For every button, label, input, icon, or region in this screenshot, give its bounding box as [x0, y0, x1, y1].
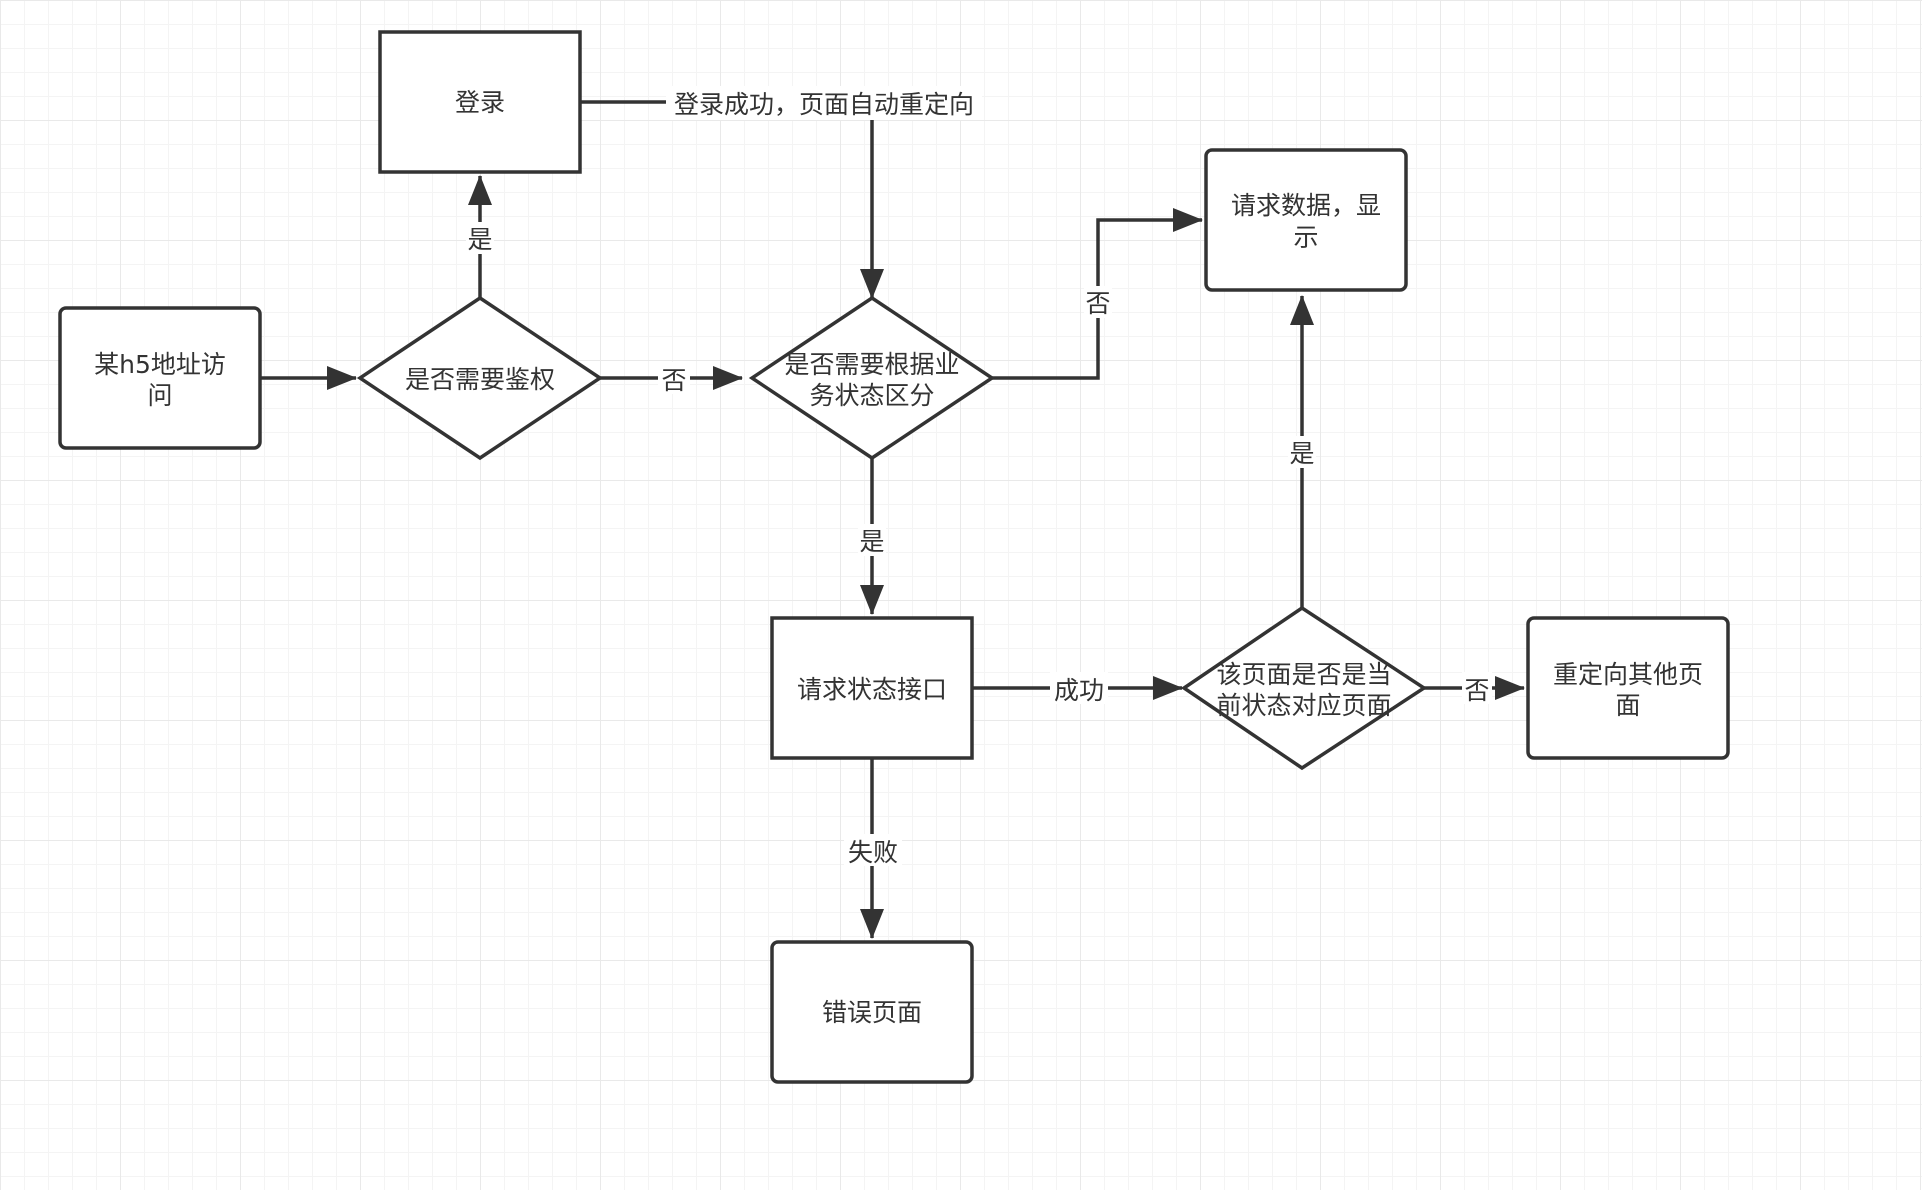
edge-label-status-fail: 失败: [848, 838, 898, 867]
node-request-data-line-2: 示: [1293, 223, 1318, 252]
node-start-line-1: 某h5地址访: [94, 350, 226, 379]
node-branch-by-status[interactable]: 是否需要根据业 务状态区分: [748, 295, 996, 461]
edge-status-success[interactable]: 成功: [972, 672, 1183, 705]
node-is-current-page[interactable]: 该页面是否是当 前状态对应页面: [1180, 605, 1428, 771]
edge-label-need-auth-no: 否: [661, 366, 686, 395]
edge-branch-yes[interactable]: 是: [858, 458, 886, 615]
edge-label-branch-no: 否: [1085, 289, 1110, 318]
node-is-current-line-1: 该页面是否是当: [1216, 660, 1391, 689]
node-branch-line-2: 务状态区分: [809, 381, 934, 410]
edge-label-branch-yes: 是: [859, 527, 884, 556]
node-status-api-line-1: 请求状态接口: [797, 675, 947, 704]
edge-need-auth-no[interactable]: 否: [600, 362, 743, 395]
edge-label-status-success: 成功: [1054, 676, 1104, 705]
edge-label-need-auth-yes: 是: [467, 225, 492, 254]
node-request-data-line-1: 请求数据，显: [1231, 191, 1381, 220]
node-redirect-line-2: 面: [1615, 691, 1640, 720]
node-need-auth-line-1: 是否需要鉴权: [405, 365, 555, 394]
edge-current-yes[interactable]: 是: [1288, 295, 1316, 608]
node-status-api[interactable]: 请求状态接口: [770, 616, 974, 760]
node-need-auth[interactable]: 是否需要鉴权: [356, 295, 604, 461]
node-redirect-other[interactable]: 重定向其他页 面: [1526, 616, 1730, 760]
edge-current-no[interactable]: 否: [1422, 672, 1525, 705]
node-redirect-line-1: 重定向其他页: [1553, 660, 1703, 689]
edge-label-current-no: 否: [1464, 676, 1489, 705]
edge-branch-no[interactable]: 否: [992, 208, 1203, 380]
node-error-page-line-1: 错误页面: [822, 998, 922, 1027]
node-request-data[interactable]: 请求数据，显 示: [1204, 148, 1408, 292]
edge-need-auth-yes[interactable]: 是: [466, 175, 494, 298]
node-is-current-line-2: 前状态对应页面: [1216, 691, 1391, 720]
node-error-page[interactable]: 错误页面: [770, 940, 974, 1084]
edge-login-redirect[interactable]: 登录成功，页面自动重定向: [580, 86, 982, 299]
node-start[interactable]: 某h5地址访 问: [58, 306, 262, 450]
node-login-line-1: 登录: [455, 88, 505, 117]
edge-status-fail[interactable]: 失败: [844, 758, 902, 939]
node-branch-line-1: 是否需要根据业: [784, 350, 959, 379]
node-start-line-2: 问: [147, 381, 172, 410]
node-login[interactable]: 登录: [378, 30, 582, 174]
edge-label-login-redirect: 登录成功，页面自动重定向: [674, 90, 974, 119]
edge-label-current-yes: 是: [1289, 439, 1314, 468]
